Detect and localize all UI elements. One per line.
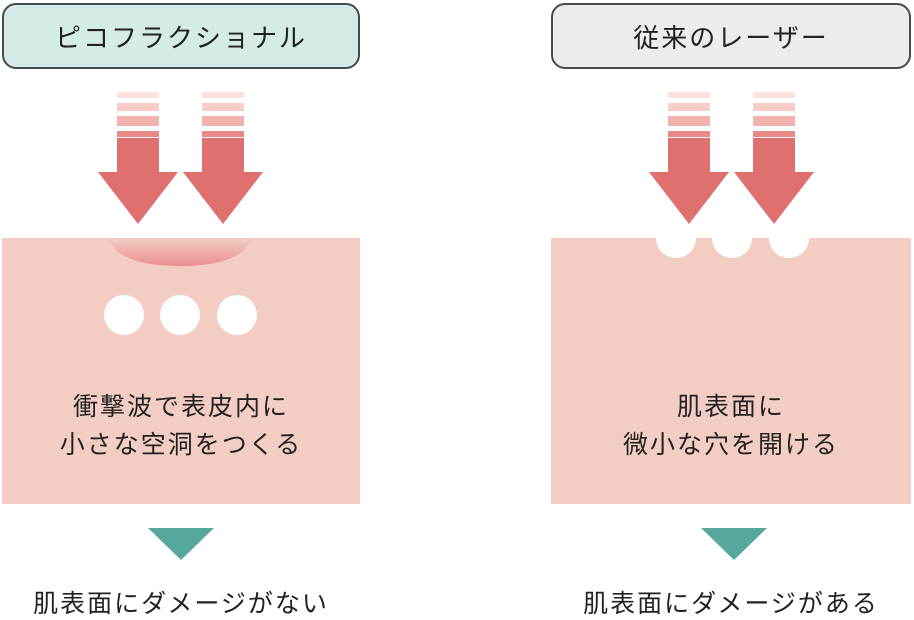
left-panel-caption-line2: 小さな空洞をつくる: [59, 430, 303, 459]
right-title-tag: 従来のレーザー: [551, 3, 911, 69]
left-down-triangle-icon: [148, 528, 214, 560]
left-arrow-2: [183, 92, 263, 224]
right-arrow-2: [734, 92, 814, 224]
left-panel-caption-line1: 衝撃波で表皮内に: [72, 392, 289, 421]
left-arrow-1: [98, 92, 178, 224]
right-arrow-1: [649, 92, 729, 224]
left-result-text: 肌表面にダメージがない: [33, 589, 329, 618]
right-result-text: 肌表面にダメージがある: [583, 589, 879, 618]
right-skin-panel: 肌表面に 微小な穴を開ける: [551, 238, 911, 504]
left-skin-panel: 衝撃波で表皮内に 小さな空洞をつくる: [2, 238, 360, 504]
right-down-triangle-icon: [701, 528, 767, 560]
right-panel-caption-line2: 微小な穴を開ける: [622, 430, 839, 459]
right-panel-caption-line1: 肌表面に: [676, 392, 785, 421]
left-title-tag: ピコフラクショナル: [2, 3, 360, 69]
